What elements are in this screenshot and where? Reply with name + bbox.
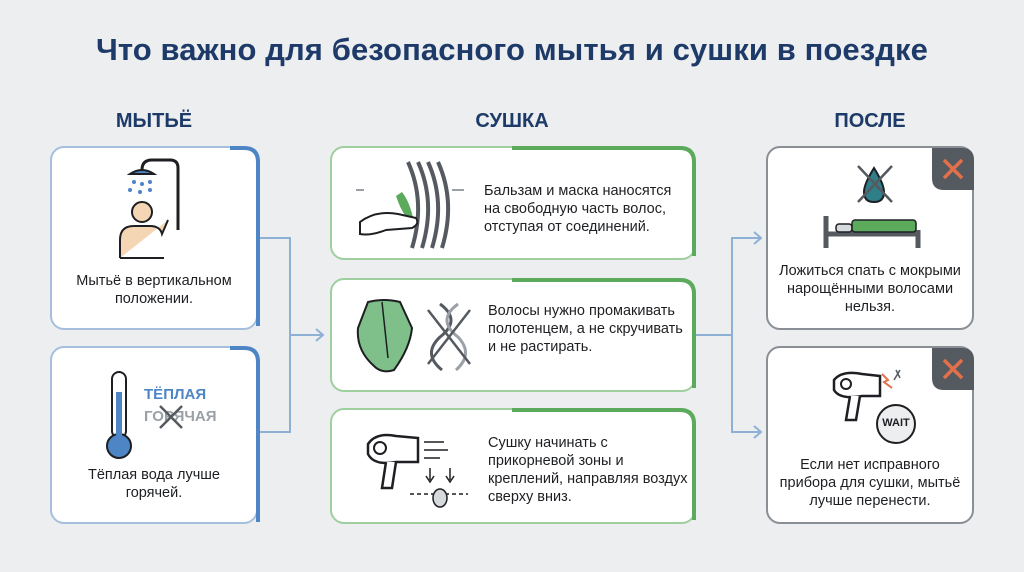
towel-icon xyxy=(356,299,414,373)
wait-badge xyxy=(876,404,916,444)
card-accent-blue-1 xyxy=(230,146,260,326)
column-header-washing: МЫТЬЁ xyxy=(115,110,193,132)
bed-wet-hair-icon xyxy=(823,165,921,248)
label-warm: ТЁПЛАЯ xyxy=(144,386,207,403)
card-dry-conditioner-text: Бальзам и маска наносятся на свободную ч… xyxy=(484,183,672,235)
card-dry-conditioner: Бальзам и маска наносятся на свободную ч… xyxy=(330,146,696,260)
shower-person-icon xyxy=(119,158,180,259)
card-accent-green-3 xyxy=(512,408,696,520)
card-dry-direction-text: Сушку начинать с прикорневой зоны и креп… xyxy=(488,435,688,505)
wait-badge-label: WAIT xyxy=(882,417,910,429)
twisted-hair-crossed-icon xyxy=(427,302,471,372)
hairdryer-airflow-icon xyxy=(366,433,468,508)
card-dry-direction: Сушку начинать с прикорневой зоны и креп… xyxy=(330,408,696,524)
card-wash-temperature: ТЁПЛАЯ ГОРЯЧАЯ Тёплая вода лучше горячей… xyxy=(50,346,258,524)
card-accent-green-1 xyxy=(512,146,696,256)
thermometer-icon xyxy=(106,371,132,459)
label-hot: ГОРЯЧАЯ xyxy=(144,408,217,425)
card-wash-vertical-text: Мытьё в вертикальном положении. xyxy=(76,273,232,307)
card-accent-blue-2 xyxy=(230,346,260,522)
column-header-after: ПОСЛЕ xyxy=(834,110,906,132)
card-wash-temperature-text: Тёплая вода лучше горячей. xyxy=(88,467,220,501)
corner-cross-badge-icon xyxy=(932,348,974,390)
card-after-sleep-text: Ложиться спать с мокрыми нарощёнными вол… xyxy=(779,263,961,315)
card-dry-towel-text: Волосы нужно промакивать полотенцем, а н… xyxy=(488,303,683,355)
card-after-postpone-text: Если нет исправного прибора для сушки, м… xyxy=(779,457,961,509)
broken-hairdryer-icon xyxy=(832,369,901,422)
column-header-drying: СУШКА xyxy=(475,110,549,132)
hand-applying-icon xyxy=(356,161,464,249)
page-title: Что важно для безопасного мытья и сушки … xyxy=(95,32,929,67)
card-accent-green-2 xyxy=(512,278,696,388)
card-after-postpone: WAIT Если нет исправного прибора для суш… xyxy=(766,346,974,524)
cross-out-icon xyxy=(159,405,183,429)
card-wash-vertical: Мытьё в вертикальном положении. xyxy=(50,146,258,330)
card-after-sleep: Ложиться спать с мокрыми нарощёнными вол… xyxy=(766,146,974,330)
corner-cross-badge-icon xyxy=(932,148,974,190)
